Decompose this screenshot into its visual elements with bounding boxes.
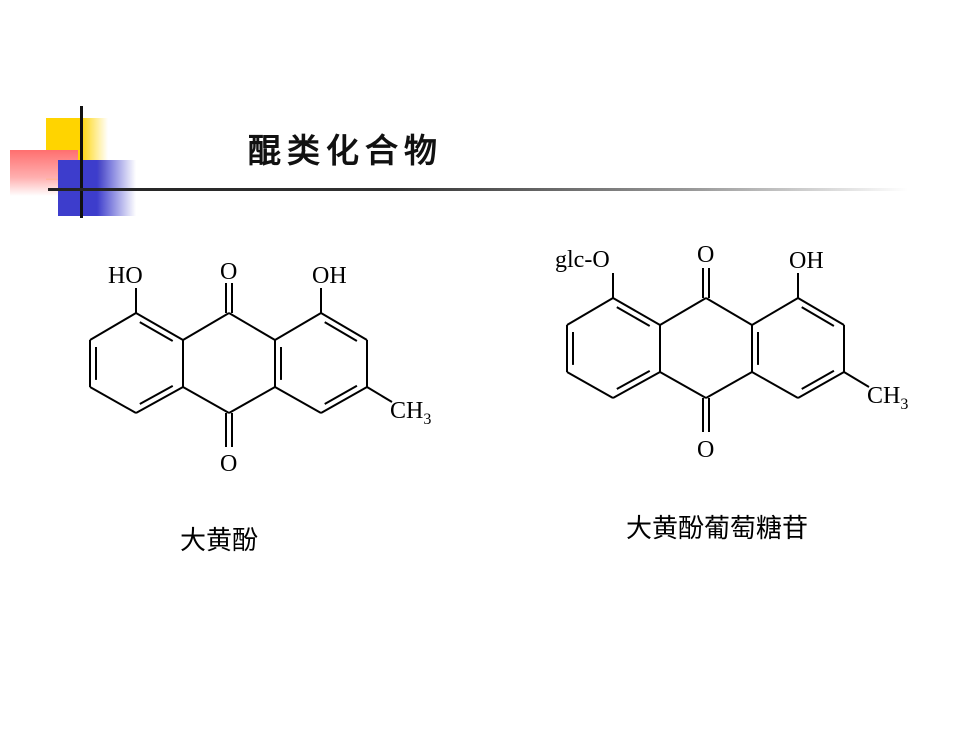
- mol1-bond-L3-L4: [89, 386, 137, 414]
- caption-chrysophanol: 大黄酚: [180, 526, 259, 556]
- mol2-bond-C9a-L1: [612, 297, 661, 326]
- title-underline: [48, 188, 908, 191]
- mol1-bond-L1-L2: [89, 312, 137, 341]
- mol2-bottom-oxygen-label: O: [697, 437, 714, 463]
- mol1-bond-L4-C4a: [135, 386, 184, 414]
- mol2-bond-C10-C10a: [705, 371, 753, 399]
- mol2-methyl-main: CH: [867, 383, 900, 409]
- mol1-bond-C8a-R1: [274, 312, 322, 341]
- mol1-methyl-main: CH: [390, 398, 423, 424]
- mol2-glc-o-label: glc-O: [555, 247, 610, 273]
- mol1-ho-label: HO: [108, 263, 143, 289]
- mol1-bond-R4-C10a: [274, 386, 322, 414]
- vertical-rule: [80, 106, 83, 218]
- mol1-bond-C10-C10a: [228, 386, 276, 414]
- mol1-bond-C9a-L1: [135, 312, 184, 341]
- chrysophanol-glucoside-structure: [566, 268, 870, 432]
- mol2-double-R1-R2: [801, 306, 835, 327]
- mol2-bond-R1-R2: [797, 297, 845, 326]
- mol2-bond-C8a-R1: [751, 297, 799, 326]
- mol2-double-R3-R4: [801, 369, 835, 390]
- mol2-methyl-subscript: 3: [900, 396, 908, 413]
- mol2-bond-C9a-C9: [659, 297, 707, 326]
- mol1-oh-label: OH: [312, 263, 347, 289]
- mol2-double-C9a-L1: [616, 306, 651, 327]
- mol1-bond-C9a-C9: [182, 312, 230, 341]
- mol1-double-C9a-L1: [139, 321, 174, 342]
- mol1-bond-R3-Me: [366, 386, 393, 403]
- chrysophanol-structure: [89, 283, 393, 447]
- mol1-double-R1-R2: [324, 321, 358, 342]
- mol2-bond-C4a-C10: [659, 371, 707, 399]
- slide-title: 醌类化合物: [248, 131, 443, 170]
- mol1-methyl-subscript: 3: [423, 411, 431, 428]
- mol1-bond-C4a-C10: [182, 386, 230, 414]
- mol1-bond-R1-R2: [320, 312, 368, 341]
- mol2-bond-L1-L2: [566, 297, 614, 326]
- mol1-bond-R3-R4: [320, 386, 368, 414]
- mol2-double-L4-C4a: [616, 369, 651, 390]
- mol2-bond-L3-L4: [566, 371, 614, 399]
- mol2-bond-R3-Me: [843, 371, 870, 388]
- mol2-bond-C9-C8a: [705, 297, 753, 326]
- mol2-bond-L4-C4a: [612, 371, 661, 399]
- mol1-top-oxygen-label: O: [220, 259, 237, 285]
- mol2-bond-R4-C10a: [751, 371, 799, 399]
- mol2-methyl-label: CH3: [867, 383, 908, 413]
- mol2-top-oxygen-label: O: [697, 242, 714, 268]
- mol2-oh-label: OH: [789, 248, 824, 274]
- caption-chrysophanol-glucoside: 大黄酚葡萄糖苷: [626, 514, 809, 544]
- mol2-bond-R3-R4: [797, 371, 845, 399]
- mol1-methyl-label: CH3: [390, 398, 431, 428]
- mol1-double-R3-R4: [324, 384, 358, 405]
- mol1-double-L4-C4a: [139, 384, 174, 405]
- mol1-bottom-oxygen-label: O: [220, 451, 237, 477]
- mol1-bond-C9-C8a: [228, 312, 276, 341]
